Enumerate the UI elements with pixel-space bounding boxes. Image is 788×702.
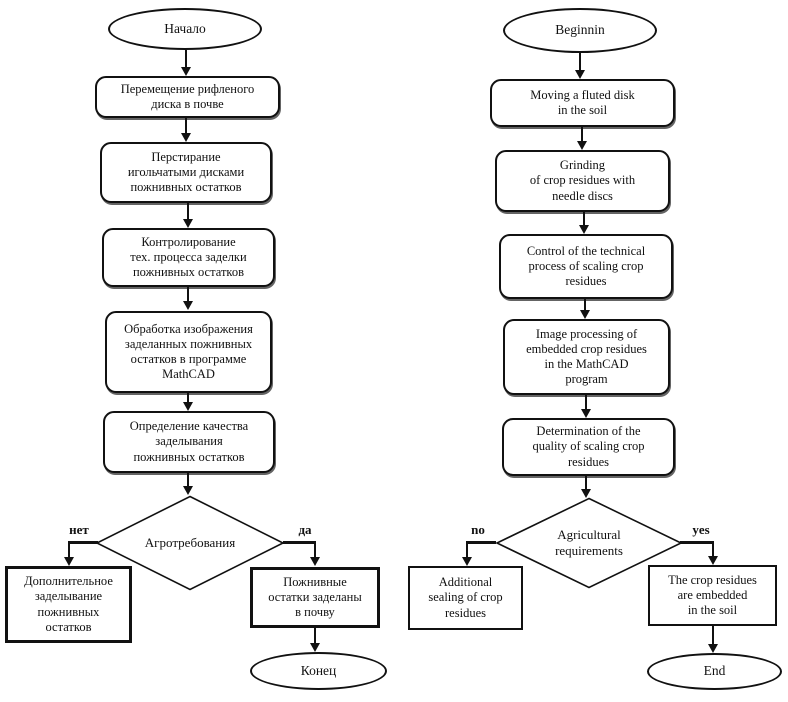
process-step-3-ru: Контролирование тех. процесса заделки по… [102,228,275,287]
result-yes-box-ru: Пожнивные остатки заделаны в почву [250,567,380,628]
arrowhead-icon [708,556,718,565]
connector-line [585,395,587,409]
end-terminator-en: End [647,653,782,690]
arrowhead-icon [462,557,472,566]
connector-line [187,287,189,301]
decision-diamond-en: Agricultural requirements [495,497,683,589]
arrowhead-icon [183,402,193,411]
process-step-2-ru: Перстирание игольчатыми дисками пожнивны… [100,142,272,203]
process-step-5-ru: Определение качества заделывания пожнивн… [103,411,275,473]
connector-line [584,299,586,310]
connector-line [68,541,98,544]
result-yes-box-en: The crop residues are embedded in the so… [648,565,777,626]
arrowhead-icon [708,644,718,653]
connector-line [314,628,316,643]
connector-line [466,541,496,544]
arrowhead-icon [577,141,587,150]
process-step-1-ru: Перемещение рифленого диска в почве [95,76,280,118]
arrowhead-icon [181,133,191,142]
process-step-4-en: Image processing of embedded crop residu… [503,319,670,395]
result-no-box-ru: Дополнительное заделывание пожнивных ост… [5,566,132,643]
start-terminator-en: Beginnin [503,8,657,53]
arrowhead-icon [580,310,590,319]
connector-line [185,50,187,67]
end-terminator-ru: Конец [250,652,387,690]
connector-line [466,541,468,557]
connector-line [185,118,187,133]
arrowhead-icon [183,219,193,228]
connector-line [187,393,189,402]
arrowhead-icon [310,643,320,652]
connector-line [712,541,714,556]
connector-line [680,541,714,544]
arrowhead-icon [581,409,591,418]
arrowhead-icon [183,486,193,495]
branch-no-label-en: no [471,522,485,537]
connector-line [581,127,583,141]
connector-line [187,203,189,219]
branch-yes-label-ru: да [298,522,312,537]
process-step-2-en: Grinding of crop residues with needle di… [495,150,670,212]
arrowhead-icon [579,225,589,234]
connector-line [583,212,585,225]
process-step-1-en: Moving a fluted disk in the soil [490,79,675,127]
connector-line [579,53,581,70]
arrowhead-icon [183,301,193,310]
process-step-5-en: Determination of the quality of scaling … [502,418,675,476]
connector-line [283,541,316,544]
arrowhead-icon [310,557,320,566]
decision-label-en: Agricultural requirements [555,527,623,558]
decision-label-ru: Агротребования [144,535,236,551]
connector-line [187,473,189,486]
connector-line [314,541,316,557]
arrowhead-icon [575,70,585,79]
process-step-4-ru: Обработка изображения заделанных пожнивн… [105,311,272,393]
arrowhead-icon [581,489,591,498]
start-terminator-ru: Начало [108,8,262,50]
branch-no-label-ru: нет [69,522,89,537]
arrowhead-icon [181,67,191,76]
connector-line [585,476,587,489]
arrowhead-icon [64,557,74,566]
result-no-box-en: Additional sealing of crop residues [408,566,523,630]
process-step-3-en: Control of the technical process of scal… [499,234,673,299]
decision-diamond-ru: Агротребования [95,495,285,591]
branch-yes-label-en: yes [692,522,710,537]
connector-line [68,541,70,557]
connector-line [712,626,714,644]
